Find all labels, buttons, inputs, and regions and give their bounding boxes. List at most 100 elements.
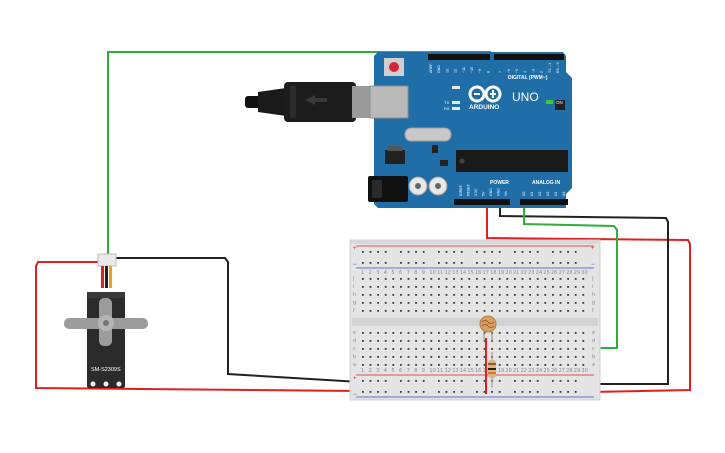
grid-hole[interactable] <box>529 332 531 334</box>
grid-hole[interactable] <box>430 278 433 280</box>
rail-hole[interactable] <box>445 380 448 382</box>
grid-hole[interactable] <box>574 340 577 342</box>
grid-hole[interactable] <box>422 278 425 280</box>
grid-hole[interactable] <box>483 356 486 358</box>
grid-hole[interactable] <box>483 278 486 280</box>
rail-hole[interactable] <box>574 262 577 264</box>
grid-hole[interactable] <box>384 364 387 366</box>
rail-hole[interactable] <box>498 391 501 393</box>
grid-hole[interactable] <box>453 356 455 358</box>
grid-hole[interactable] <box>407 364 410 366</box>
grid-hole[interactable] <box>384 332 387 334</box>
grid-hole[interactable] <box>574 278 577 280</box>
grid-hole[interactable] <box>521 332 524 334</box>
grid-hole[interactable] <box>415 294 417 296</box>
grid-hole[interactable] <box>529 340 531 342</box>
grid-hole[interactable] <box>552 294 554 296</box>
rail-hole[interactable] <box>521 262 524 264</box>
grid-hole[interactable] <box>506 356 509 358</box>
grid-hole[interactable] <box>377 332 379 334</box>
grid-hole[interactable] <box>521 340 524 342</box>
grid-hole[interactable] <box>544 340 547 342</box>
grid-hole[interactable] <box>483 286 486 288</box>
rail-hole[interactable] <box>552 380 554 382</box>
grid-hole[interactable] <box>514 364 516 366</box>
grid-hole[interactable] <box>468 356 471 358</box>
servo-connector[interactable] <box>97 253 117 267</box>
grid-hole[interactable] <box>453 294 455 296</box>
rail-hole[interactable] <box>483 380 486 382</box>
grid-hole[interactable] <box>567 340 569 342</box>
grid-hole[interactable] <box>377 310 379 312</box>
grid-hole[interactable] <box>552 356 554 358</box>
rail-hole[interactable] <box>460 251 463 253</box>
grid-hole[interactable] <box>574 332 577 334</box>
grid-hole[interactable] <box>445 348 448 350</box>
grid-hole[interactable] <box>582 278 585 280</box>
grid-hole[interactable] <box>430 356 433 358</box>
grid-hole[interactable] <box>552 364 554 366</box>
rail-hole[interactable] <box>521 380 524 382</box>
rail-hole[interactable] <box>415 262 417 264</box>
grid-hole[interactable] <box>521 364 524 366</box>
grid-hole[interactable] <box>415 332 417 334</box>
grid-hole[interactable] <box>415 356 417 358</box>
grid-hole[interactable] <box>422 332 425 334</box>
usb-cable-icon[interactable] <box>245 82 386 122</box>
grid-hole[interactable] <box>559 302 562 304</box>
grid-hole[interactable] <box>445 294 448 296</box>
rail-hole[interactable] <box>476 262 478 264</box>
rail-hole[interactable] <box>483 262 486 264</box>
grid-hole[interactable] <box>476 286 478 288</box>
grid-hole[interactable] <box>476 348 478 350</box>
grid-hole[interactable] <box>453 364 455 366</box>
photoresistor[interactable] <box>479 315 497 342</box>
rail-hole[interactable] <box>415 380 417 382</box>
rail-hole[interactable] <box>483 391 486 393</box>
grid-hole[interactable] <box>582 302 585 304</box>
grid-hole[interactable] <box>567 332 569 334</box>
grid-hole[interactable] <box>506 286 509 288</box>
rail-hole[interactable] <box>377 262 379 264</box>
rail-hole[interactable] <box>536 391 539 393</box>
grid-hole[interactable] <box>574 302 577 304</box>
rail-hole[interactable] <box>529 380 531 382</box>
grid-hole[interactable] <box>514 286 516 288</box>
grid-hole[interactable] <box>544 294 547 296</box>
grid-hole[interactable] <box>400 348 402 350</box>
wire-black-servo-ground[interactable] <box>110 257 361 383</box>
grid-hole[interactable] <box>392 302 395 304</box>
grid-hole[interactable] <box>498 302 501 304</box>
reset-button-icon[interactable] <box>384 58 404 76</box>
grid-hole[interactable] <box>567 302 569 304</box>
grid-hole[interactable] <box>362 356 364 358</box>
rail-hole[interactable] <box>536 262 539 264</box>
grid-hole[interactable] <box>491 310 493 312</box>
resistor[interactable] <box>488 352 496 388</box>
grid-hole[interactable] <box>445 356 448 358</box>
grid-hole[interactable] <box>438 310 440 312</box>
grid-hole[interactable] <box>407 356 410 358</box>
rail-hole[interactable] <box>407 262 410 264</box>
grid-hole[interactable] <box>422 340 425 342</box>
grid-hole[interactable] <box>483 364 486 366</box>
grid-hole[interactable] <box>498 332 501 334</box>
grid-hole[interactable] <box>506 348 509 350</box>
grid-hole[interactable] <box>369 340 372 342</box>
rail-hole[interactable] <box>559 380 562 382</box>
rail-hole[interactable] <box>377 251 379 253</box>
rail-hole[interactable] <box>514 380 516 382</box>
grid-hole[interactable] <box>529 286 531 288</box>
grid-hole[interactable] <box>384 286 387 288</box>
grid-hole[interactable] <box>422 356 425 358</box>
grid-hole[interactable] <box>384 340 387 342</box>
grid-hole[interactable] <box>460 348 463 350</box>
grid-hole[interactable] <box>498 364 501 366</box>
grid-hole[interactable] <box>529 348 531 350</box>
rail-hole[interactable] <box>460 380 463 382</box>
grid-hole[interactable] <box>468 310 471 312</box>
grid-hole[interactable] <box>407 286 410 288</box>
grid-hole[interactable] <box>544 302 547 304</box>
grid-hole[interactable] <box>521 310 524 312</box>
rail-hole[interactable] <box>567 251 569 253</box>
